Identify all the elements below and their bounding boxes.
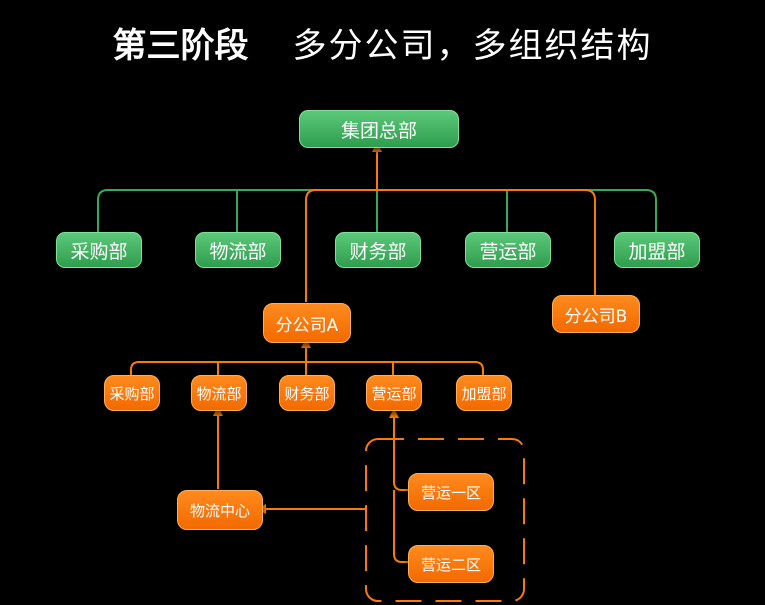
hq-dept-operations: 营运部 <box>465 232 551 268</box>
hq-connectors <box>97 189 657 232</box>
hq-dept-logistics: 物流部 <box>195 232 281 268</box>
operation-zone-2: 营运二区 <box>408 545 494 583</box>
zones-group-box <box>365 438 525 602</box>
hq-dept-finance: 财务部 <box>335 232 421 268</box>
stage-label: 第三阶段 <box>112 26 249 66</box>
hq-dept-purchasing: 采购部 <box>56 232 142 268</box>
hq-dept-franchise: 加盟部 <box>614 232 700 268</box>
branch-a-dept-operations: 营运部 <box>366 375 422 411</box>
branch-b-node: 分公司B <box>552 295 640 333</box>
branch-a-dept-franchise: 加盟部 <box>456 375 512 411</box>
operation-zone-1: 营运一区 <box>408 473 494 511</box>
title-subtitle: 多分公司，多组织结构 <box>292 26 653 66</box>
branch-a-connectors <box>130 338 484 375</box>
zones-connectors <box>393 413 408 563</box>
branch-a-dept-finance: 财务部 <box>279 375 335 411</box>
logistics-center-node: 物流中心 <box>177 490 263 530</box>
branch-connectors <box>305 142 596 302</box>
hq-node: 集团总部 <box>299 110 459 148</box>
branch-a-node: 分公司A <box>263 303 351 343</box>
branch-a-dept-logistics: 物流部 <box>191 375 247 411</box>
branch-a-dept-purchasing: 采购部 <box>104 375 160 411</box>
page-title: 第三阶段 多分公司，多组织结构 <box>0 18 765 67</box>
